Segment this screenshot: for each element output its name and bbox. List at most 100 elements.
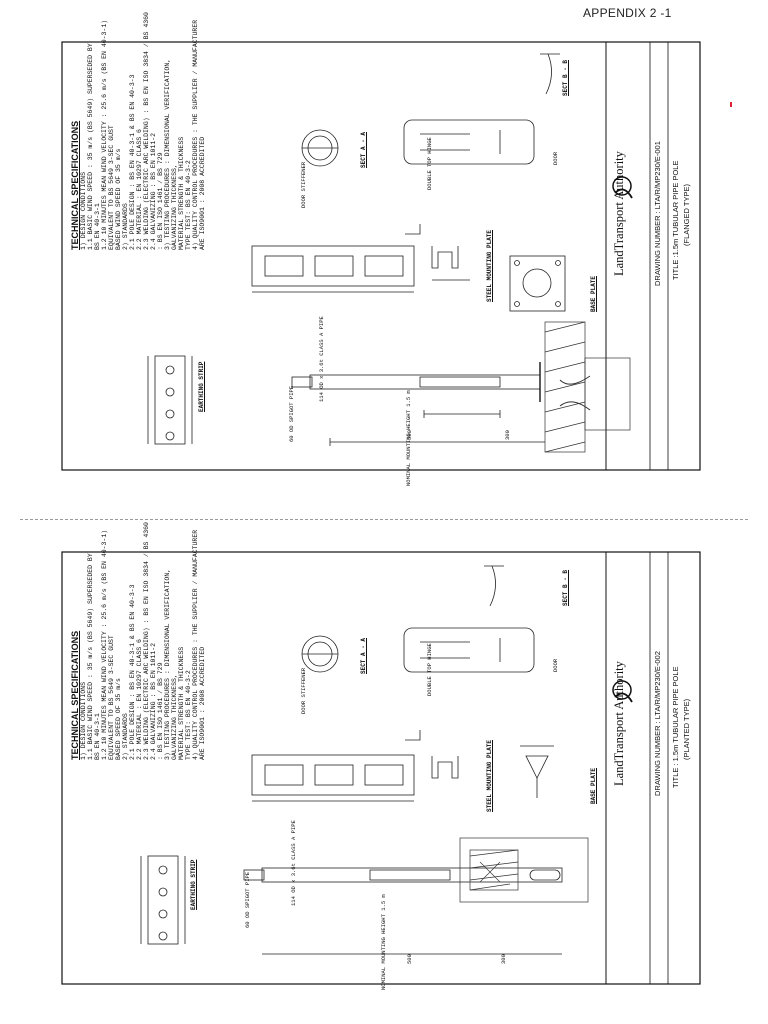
spec-line: 2.2 MATERIAL : EN 10297 CLASS 6 bbox=[136, 639, 143, 760]
spec-line: 1.2 10 MINUTES MEAN WIND VELOCITY : 25.6… bbox=[101, 529, 108, 760]
spec-line: EQUIVALENT TO BS 5649 3-SEC GUST bbox=[108, 635, 115, 760]
spec-line: MATERIAL STRENGTH & THICKNESS bbox=[178, 646, 185, 760]
lta-logo-icon bbox=[612, 680, 633, 703]
spec-line: 2.4 GALVANIZING : BS EN 1011-2 bbox=[150, 132, 157, 250]
foundation-block bbox=[544, 321, 631, 453]
spec-line: MATERIAL STRENGTH & THICKNESS bbox=[178, 136, 185, 250]
base-plate-label: BASE PLATE bbox=[590, 275, 597, 312]
spec-line: 2.1 POLE DESIGN : BS EN 40-3-1 & BS EN 4… bbox=[129, 584, 136, 760]
spec-line: 1.2 10 MINUTES MEAN WIND VELOCITY : 25.6… bbox=[101, 19, 108, 250]
sheet-2-linework bbox=[61, 551, 701, 985]
section-bb-drawing bbox=[484, 565, 504, 607]
spec-line: BS EN 40-3-1 bbox=[94, 713, 101, 760]
base-plate-label: BASE PLATE bbox=[590, 767, 597, 804]
earthing-strip-label: EARTHING STRIP bbox=[198, 361, 205, 412]
spec-line: GALVANIZING THICKNESS, bbox=[171, 674, 178, 760]
pole-side-view bbox=[251, 224, 421, 293]
drawing-sheet-flanged: TECHNICAL SPECIFICATIONS 1) DESIGN CONDI… bbox=[0, 12, 768, 510]
authority-name: LandTransport Authority bbox=[612, 151, 626, 276]
sect-bb-label: SECT B - B bbox=[562, 59, 569, 96]
pipe-class-label: 114 OD x 3.6t CLASS A PIPE bbox=[290, 820, 297, 906]
section-bb-drawing bbox=[540, 53, 560, 95]
appendix-label: APPENDIX 2 -1 bbox=[583, 6, 672, 20]
spec-line: 3) TESTING PROCEDURES : DIMENSIONAL VERI… bbox=[164, 58, 171, 250]
door-label: DOOR bbox=[552, 151, 559, 165]
spec-line: ARE ISO9001 : 2008 ACCREDITED bbox=[199, 646, 206, 760]
spec-block: TECHNICAL SPECIFICATIONS 1) DESIGN CONDI… bbox=[70, 12, 206, 250]
double-top-hinge-label: DOUBLE TOP HINGE bbox=[426, 643, 433, 696]
steel-mounting-plate-label: STEEL MOUNTING PLATE bbox=[486, 739, 493, 812]
spec-line: 4) QUALITY CONTROL PROCEDURES : THE SUPP… bbox=[192, 19, 199, 250]
spec-line: EQUIVALENT TO BS 5649 3-SEC GUST bbox=[108, 125, 115, 250]
door-stiffener-label: DOOR STIFFENER bbox=[300, 161, 307, 208]
spec-line: 2.4 GALVANIZING : BS EN 1011-2 bbox=[150, 642, 157, 760]
drawing-title: TITLE : 1.5m TUBULAR PIPE POLE bbox=[671, 666, 680, 788]
door-detail-drawing bbox=[403, 119, 535, 165]
spec-line: BASED WIND SPEED OF 35 m/s bbox=[115, 148, 122, 250]
authority-name: LandTransport Authority bbox=[612, 661, 626, 786]
steel-mounting-plate-drawing bbox=[431, 246, 470, 281]
sheet-1-linework bbox=[61, 41, 701, 471]
spec-block: TECHNICAL SPECIFICATIONS 1) DESIGN CONDI… bbox=[70, 522, 206, 760]
spec-line: 2.3 WELDING (ELECTRIC ARC WELDING) : BS … bbox=[143, 522, 150, 760]
spec-line: 1) DESIGN CONDITIONS bbox=[80, 171, 87, 250]
base-plate-drawing bbox=[520, 745, 554, 798]
page-divider bbox=[20, 519, 748, 520]
spec-heading: TECHNICAL SPECIFICATIONS bbox=[70, 120, 80, 250]
door-detail-drawing bbox=[403, 627, 535, 673]
double-top-hinge-label: DOUBLE TOP HINGE bbox=[426, 137, 433, 190]
drawing-title: TITLE :1.5m TUBULAR PIPE POLE bbox=[671, 160, 680, 280]
drawing-subtitle: (PLANTED TYPE) bbox=[682, 698, 691, 760]
spec-heading: TECHNICAL SPECIFICATIONS bbox=[70, 630, 80, 760]
drawing-number: DRAWING NUMBER : LTA/R/MP230/E-002 bbox=[653, 651, 662, 796]
drawing-number: DRAWING NUMBER : LTA/R/MP230/E-001 bbox=[653, 141, 662, 286]
pole-elevation-drawing bbox=[243, 867, 563, 955]
spec-line: : BS EN ISO 1461 / BS 729 bbox=[157, 662, 164, 760]
lta-logo-icon bbox=[612, 176, 633, 199]
spigot-pipe-label: 60 OD SPIGOT PIPE bbox=[244, 871, 251, 928]
spec-line: TYPE TEST: BS EN 40-3-2 bbox=[185, 160, 192, 250]
spec-line: 1.1 BASIC WIND SPEED : 35 m/s (BS 5649) … bbox=[87, 43, 94, 250]
spec-line: TYPE TEST: BS EN 40-3-2 bbox=[185, 670, 192, 760]
dim-300: 300 bbox=[504, 430, 511, 440]
section-aa-drawing bbox=[301, 129, 339, 167]
planted-foundation bbox=[459, 837, 589, 903]
pole-side-view bbox=[251, 730, 421, 802]
spec-line: GALVANIZING THICKNESS, bbox=[171, 164, 178, 250]
pipe-class-label: 114 OD x 3.6t CLASS A PIPE bbox=[318, 316, 325, 402]
spec-line: 2.1 POLE DESIGN : BS EN 40-3-1 & BS EN 4… bbox=[129, 74, 136, 250]
dim-500: 500 bbox=[406, 954, 413, 964]
sect-aa-label: SECT A - A bbox=[360, 637, 367, 674]
scan-mark bbox=[730, 102, 732, 107]
earthing-strip-detail bbox=[140, 855, 186, 945]
base-plate-drawing bbox=[509, 255, 566, 312]
spec-line: 1.1 BASIC WIND SPEED : 35 m/s (BS 5649) … bbox=[87, 553, 94, 760]
dim-300: 300 bbox=[500, 954, 507, 964]
earthing-strip-detail bbox=[147, 355, 193, 445]
spec-line: BS EN 40-3-1 bbox=[94, 203, 101, 250]
spec-line: 3) TESTING PROCEDURES : DIMENSIONAL VERI… bbox=[164, 568, 171, 760]
steel-mounting-plate-drawing bbox=[431, 756, 459, 779]
spigot-pipe-label: 60 OD SPIGOT PIPE bbox=[288, 385, 295, 442]
spec-line: ARE ISO9001 : 2008 ACCREDITED bbox=[199, 136, 206, 250]
spec-line: BASED SPEED OF 35 m/s bbox=[115, 678, 122, 760]
dim-500: 500 bbox=[406, 430, 413, 440]
earthing-strip-label: EARTHING STRIP bbox=[190, 859, 197, 910]
steel-mounting-plate-label: STEEL MOUNTING PLATE bbox=[486, 229, 493, 302]
spec-line: 2) STANDARDS bbox=[122, 713, 129, 760]
drawing-sheet-planted: TECHNICAL SPECIFICATIONS 1) DESIGN CONDI… bbox=[0, 522, 768, 1020]
spec-line: 2.2 MATERIAL : EN 10297 CLASS 6 bbox=[136, 129, 143, 250]
sect-bb-label: SECT B - B bbox=[562, 569, 569, 606]
spec-line: 1) DESIGN CONDITIONS bbox=[80, 681, 87, 760]
spec-line: 2.3 WELDING (ELECTRIC ARC WELDING) : BS … bbox=[143, 12, 150, 250]
door-stiffener-label: DOOR STIFFENER bbox=[300, 667, 307, 714]
door-label: DOOR bbox=[552, 658, 559, 672]
section-aa-drawing bbox=[301, 635, 339, 673]
sect-aa-label: SECT A - A bbox=[360, 131, 367, 168]
drawing-subtitle: (FLANGED TYPE) bbox=[682, 184, 691, 246]
spec-line: 4) QUALITY CONTROL PROCEDURES : THE SUPP… bbox=[192, 529, 199, 760]
spec-line: 2) STANDARDS bbox=[122, 203, 129, 250]
pole-elevation-drawing bbox=[291, 362, 545, 446]
mounting-height-label: NOMINAL MOUNTING HEIGHT 1.5 m bbox=[380, 894, 387, 990]
spec-line: : BS EN ISO 1461 / BS 729 bbox=[157, 152, 164, 250]
